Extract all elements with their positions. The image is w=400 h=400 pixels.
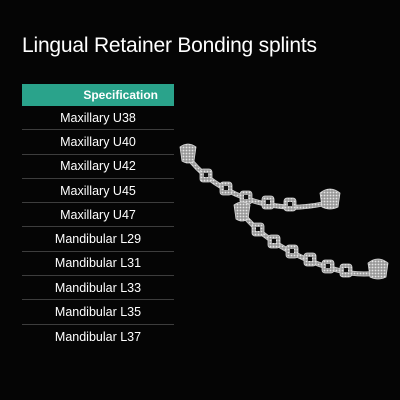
spec-row: Maxillary U40 (22, 130, 174, 155)
spec-row: Maxillary U47 (22, 203, 174, 228)
page-title: Lingual Retainer Bonding splints (22, 34, 317, 57)
specification-header: Specification (22, 84, 174, 106)
spec-row: Mandibular L37 (54, 329, 142, 344)
spec-row: Mandibular L35 (22, 300, 174, 325)
specification-table: Specification Maxillary U38 Maxillary U4… (22, 84, 174, 349)
mandibular-splint (233, 201, 389, 280)
spec-row: Maxillary U42 (22, 155, 174, 179)
spec-row: Mandibular L29 (22, 227, 174, 252)
spec-row: Mandibular L31 (22, 252, 174, 277)
spec-row: Maxillary U45 (22, 179, 174, 204)
maxillary-splint (179, 143, 341, 212)
spec-row: Mandibular L33 (22, 276, 174, 301)
spec-row: Maxillary U38 (22, 106, 174, 131)
bonding-splint-illustration (179, 143, 389, 280)
